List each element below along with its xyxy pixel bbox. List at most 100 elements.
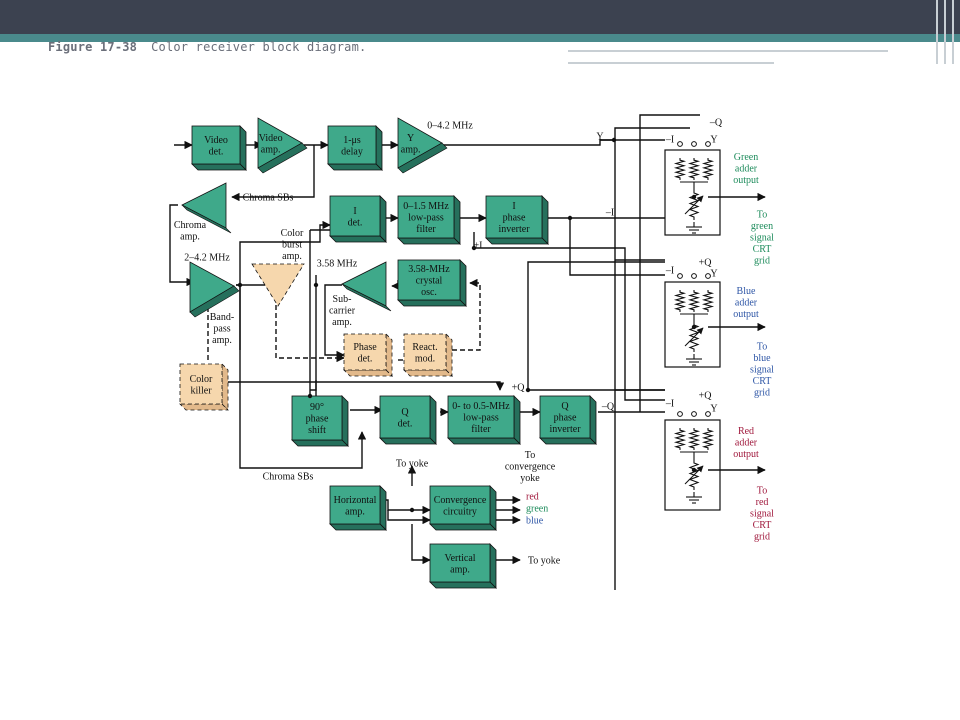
phase-det-block-label: det.	[358, 353, 373, 364]
plus-i-label: +I	[474, 241, 483, 252]
terminal	[705, 411, 711, 417]
red-y-label: Y	[710, 404, 717, 415]
blue-adder-label: output	[733, 309, 759, 320]
plus-q-label: +Q	[512, 383, 526, 394]
decorative-line	[568, 50, 888, 52]
blue-adder-resistor-1	[687, 290, 701, 312]
i-inv-block-label: I	[512, 201, 515, 212]
to-blue-grid-label: signal	[750, 365, 774, 376]
q-inv-block-label: Q	[561, 401, 569, 412]
red-adder-label: adder	[735, 438, 758, 449]
i-inv-block-label: inverter	[498, 224, 530, 235]
y-amp-triangle-shade	[397, 142, 448, 174]
to-red-grid-label: signal	[750, 509, 774, 520]
i-det-block-label: I	[353, 206, 356, 217]
to-red-grid-label: red	[756, 497, 769, 508]
conv-red-label: red	[526, 492, 539, 503]
i-det-block-label: det.	[348, 217, 363, 228]
video-amp-triangle-label: Video	[259, 133, 283, 144]
wire	[226, 381, 505, 391]
y-label: Y	[596, 132, 603, 143]
red-adder-resistor-2	[701, 428, 715, 450]
vertical-amp-block-label: amp.	[450, 564, 470, 575]
color-killer-block-side	[221, 363, 229, 411]
i-lpf-block	[397, 195, 455, 239]
horizontal-amp-block-label: amp.	[345, 506, 365, 517]
conv-green-label: green	[526, 504, 548, 515]
i-inv-block-label: phase	[503, 213, 526, 224]
junction-dot	[691, 467, 697, 473]
minus-q-label: –Q	[601, 402, 615, 413]
signal-paths	[169, 114, 766, 590]
video-amp-triangle-label: amp.	[261, 144, 281, 155]
to-green-grid-label: To	[757, 210, 767, 221]
q-lpf-block-label: low-pass	[463, 413, 499, 424]
to-red-grid-label: CRT	[753, 520, 772, 531]
bandpass-amp-label: Band-	[210, 312, 234, 323]
q-det-block-label: Q	[401, 407, 409, 418]
y-amp-triangle-label: Y	[407, 133, 414, 144]
video-det-block	[191, 125, 241, 165]
i-det-block-side	[379, 195, 387, 243]
bandpass-amp-triangle-shade	[189, 285, 240, 318]
green-y-label: Y	[710, 135, 717, 146]
to-green-grid-label: signal	[750, 233, 774, 244]
q-inv-block	[539, 395, 591, 439]
green-adder-label: Green	[734, 152, 758, 163]
blue-adder-panel	[664, 281, 721, 368]
i-lpf-block-side	[453, 195, 461, 245]
color-burst-amp-triangle	[251, 263, 305, 307]
decorative-line	[568, 62, 774, 64]
junction-dot	[313, 282, 319, 288]
to-green-grid-label: grid	[754, 256, 770, 267]
terminal	[677, 273, 683, 279]
green-adder-panel	[664, 149, 721, 236]
terminal	[677, 141, 683, 147]
red-adder-resistor-0	[673, 428, 687, 450]
wire	[639, 114, 700, 412]
chroma-amp-triangle-shade	[181, 204, 232, 234]
red-adder-resistor-1	[687, 428, 701, 450]
to-blue-grid-label: blue	[753, 353, 771, 364]
blue-minus-i-label: –I	[665, 266, 674, 277]
junction-dot	[691, 194, 697, 200]
terminal	[705, 141, 711, 147]
green-adder-label: adder	[735, 164, 758, 175]
wire	[411, 524, 431, 565]
video-det-block-bottom	[191, 163, 247, 171]
video-det-block-label: Video	[204, 135, 228, 146]
to-convergence-yoke-label: convergence	[505, 462, 556, 473]
color-killer-block-label: killer	[190, 385, 212, 396]
to-green-grid-label: green	[751, 221, 773, 232]
wire	[275, 305, 345, 363]
delay-block-label: 1-μs	[343, 135, 361, 146]
y-bandwidth-label: 0–4.2 MHz	[427, 121, 473, 132]
q-inv-block-label: inverter	[549, 424, 581, 435]
delay-block-label: delay	[341, 146, 363, 157]
to-green-grid-label: CRT	[753, 244, 772, 255]
i-lpf-block-label: 0–1.5 MHz	[403, 201, 449, 212]
convergence-block-bottom	[429, 523, 497, 531]
phase-det-block-label: Phase	[353, 342, 377, 353]
wire	[614, 127, 690, 140]
green-adder-pot-wiper	[684, 195, 704, 215]
figure-number: Figure 17-38	[48, 40, 138, 54]
decorative-line	[952, 0, 954, 64]
i-inv-block	[485, 195, 543, 239]
chroma-amp-label: Chroma	[174, 220, 207, 231]
osc-block-label: crystal	[416, 276, 443, 287]
q-det-block	[379, 395, 431, 439]
bandpass-amp-label: amp.	[212, 335, 232, 346]
phase-det-block-side	[385, 333, 393, 377]
vertical-amp-block-label: Vertical	[444, 553, 475, 564]
to-convergence-yoke-label: To	[525, 450, 535, 461]
color-killer-block-bottom	[179, 403, 229, 411]
video-det-block-side	[239, 125, 247, 171]
q-inv-block-bottom	[539, 437, 597, 445]
to-blue-grid-label: To	[757, 342, 767, 353]
y-amp-triangle-label: amp.	[401, 144, 421, 155]
phase-shift-block-label: shift	[308, 425, 326, 436]
chroma-sbs-label: Chroma SBs	[243, 193, 294, 204]
i-det-block-bottom	[329, 235, 387, 243]
junction-dot	[471, 245, 477, 251]
